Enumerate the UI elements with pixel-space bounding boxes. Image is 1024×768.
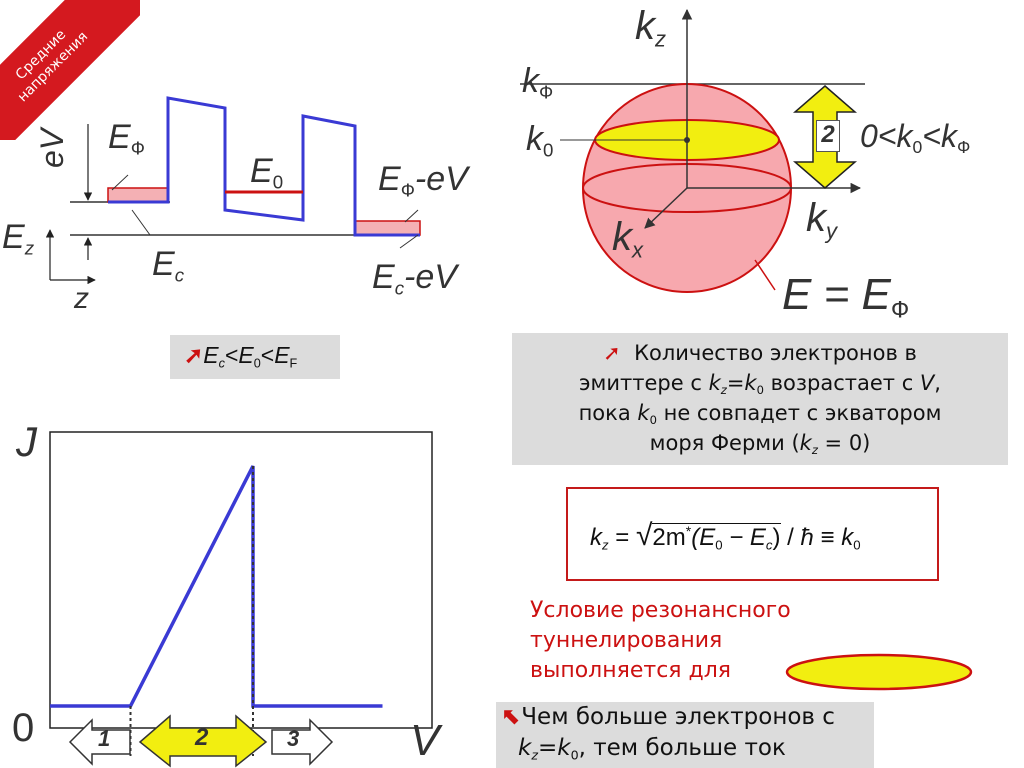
sqrt-sign: √ — [635, 519, 653, 552]
bottom-line-2: kz=k0, тем больше ток — [518, 735, 786, 763]
jv-origin-label: 0 — [12, 706, 35, 750]
resonance-line-3: выполняется для — [530, 658, 732, 683]
info-line-3: пока k0 не совпадет с экватором — [578, 401, 942, 428]
region-arrow-2 — [138, 714, 268, 768]
info-line-2: эмиттере с kz=k0 возрастает с V, — [579, 371, 941, 398]
condition-text: ➚Ec<E0<EF — [184, 342, 298, 371]
ec-ev-label: Ec-eV — [372, 258, 457, 299]
eph-label: EФ — [108, 118, 145, 159]
leader-eph-ev — [404, 209, 419, 223]
kx-axis — [644, 187, 688, 229]
resonance-line-1: Условие резонансного — [530, 598, 791, 623]
ky-label: ky — [806, 196, 837, 244]
eph-ev-label: EФ-eV — [378, 160, 468, 201]
ineq-label: 0<k0<kФ — [860, 118, 971, 158]
e0-label: E0 — [250, 152, 284, 193]
ev-label: eV — [34, 128, 70, 168]
jv-series-line — [50, 465, 383, 708]
ez-label: Ez — [2, 218, 35, 259]
region-label-2: 2 — [195, 724, 209, 751]
collector-filled-states — [354, 220, 421, 236]
leader-eph — [111, 174, 129, 191]
region-label-3: 3 — [287, 726, 300, 751]
formula: kz = √2m*(E0 − Ec) / ħ ≡ k0 — [590, 519, 861, 553]
ec-label: Ec — [152, 245, 185, 286]
formula-box: kz = √2m*(E0 − Ec) / ħ ≡ k0 — [566, 487, 939, 581]
resonance-line-2: туннелирования — [530, 628, 723, 653]
jv-ylabel: J — [16, 418, 37, 465]
radicand: 2m*(E0 − Ec) — [652, 523, 781, 553]
arrow-up-left-icon: ⬉ — [502, 704, 522, 730]
region-label-1: 1 — [98, 726, 111, 751]
kx-label: kx — [612, 215, 643, 263]
info-box: ➚ Количество электронов в эмиттере с kz=… — [512, 333, 1008, 465]
info-line-1: ➚ Количество электронов в — [603, 341, 917, 365]
energy-label: E = EФ — [782, 270, 910, 324]
emitter-filled-states — [107, 187, 169, 203]
info-line-4: моря Ферми (kz = 0) — [649, 431, 871, 458]
region-arrow-1 — [68, 718, 131, 766]
leader-ec-ev — [399, 234, 419, 249]
leader-ec — [131, 209, 151, 236]
condition-box: ➚Ec<E0<EF — [170, 335, 340, 379]
arrow-up-right-icon: ➚ — [184, 342, 204, 368]
region-arrow-3 — [271, 718, 334, 766]
barrier-profile — [108, 96, 420, 237]
kz-label: kz — [635, 4, 666, 52]
chart-frame — [49, 431, 433, 729]
leader-sphere — [754, 259, 776, 291]
jv-xlabel: V — [410, 716, 440, 765]
fermi-sphere-diagram — [520, 8, 865, 293]
bottom-line-1: ⬉Чем больше электронов с — [502, 704, 835, 730]
sphere-badge: 2 — [816, 120, 840, 152]
jv-chart — [49, 431, 433, 768]
arrow-up-right-icon: ➚ — [603, 341, 621, 365]
band-diagram — [45, 96, 421, 285]
resonance-ellipse-icon — [785, 653, 973, 691]
k0-label: k0 — [526, 120, 554, 161]
bottom-box: ⬉Чем больше электронов с kz=k0, тем боль… — [496, 702, 874, 768]
z-label: z — [74, 282, 89, 315]
kph-label: kФ — [522, 62, 554, 103]
